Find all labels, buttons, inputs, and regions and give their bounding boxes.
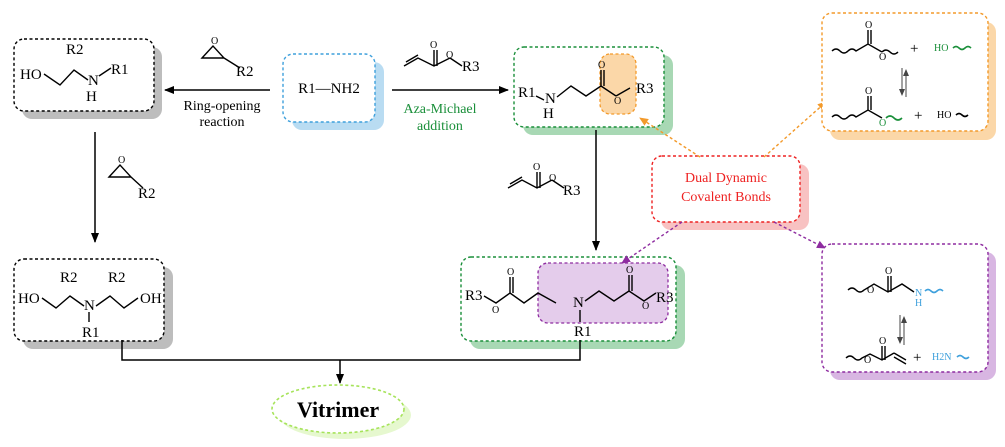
svg-text:O: O — [430, 40, 437, 51]
trans-ho-green: HO — [934, 43, 948, 54]
svg-text:O: O — [118, 155, 125, 166]
svg-text:O: O — [879, 118, 886, 129]
callout-to-ester-arrow — [639, 117, 701, 158]
di-epoxy-r2b: R2 — [108, 270, 126, 286]
acrylate-r3-middle: R3 — [563, 183, 581, 199]
svg-text:O: O — [864, 355, 871, 366]
ester-bond-highlight — [599, 53, 637, 115]
di-epoxy-r1: R1 — [82, 325, 100, 341]
amine-box: R1—NH2 — [282, 53, 384, 130]
acrylate-r3-top: R3 — [462, 59, 480, 75]
h2n-blue: H2N — [932, 352, 951, 363]
svg-text:O: O — [211, 36, 218, 47]
mono-epoxy-r1: R1 — [111, 62, 129, 78]
callout-to-transamination-arrow — [773, 221, 826, 249]
epoxide-r2-top: R2 — [236, 64, 254, 80]
vitrimer-label: Vitrimer — [297, 397, 379, 422]
mono-michael-adduct-box: R1 N H O O R3 — [513, 46, 673, 135]
svg-text:O: O — [865, 20, 872, 31]
mono-epoxy-adduct-box: HO R2 N H R1 — [13, 38, 162, 119]
svg-text:O: O — [507, 267, 514, 278]
aza-michael-label-1: Aza-Michael — [403, 102, 476, 117]
trans-plus-2: + — [914, 108, 922, 124]
mono-michael-r3: R3 — [636, 81, 654, 97]
svg-text:O: O — [642, 301, 649, 312]
mono-epoxy-r2: R2 — [66, 42, 84, 58]
di-michael-n: N — [573, 295, 584, 311]
svg-text:O: O — [879, 336, 886, 347]
callout-line-2: Covalent Bonds — [681, 190, 771, 205]
di-epoxy-adduct-box: HO R2 N R2 OH R1 — [13, 258, 173, 349]
callout-to-transesterification-arrow — [763, 101, 827, 158]
di-michael-r1: R1 — [574, 324, 592, 340]
ring-opening-label-1: Ring-opening — [184, 99, 261, 114]
mono-epoxy-ho: HO — [20, 67, 42, 83]
svg-text:O: O — [879, 52, 886, 63]
dual-dynamic-callout: Dual Dynamic Covalent Bonds — [651, 155, 809, 230]
svg-text:O: O — [626, 265, 633, 276]
acrylate-reagent-middle: O O R3 — [507, 162, 581, 199]
ring-opening-label-2: reaction — [199, 115, 244, 130]
epoxide-reagent-left: O R2 — [107, 155, 156, 202]
svg-text:O: O — [885, 266, 892, 277]
transam-plus: + — [913, 350, 921, 366]
amine-formula: R1—NH2 — [298, 81, 360, 97]
mono-epoxy-n: N — [88, 73, 99, 89]
di-michael-adduct-box: R3 O O N O O R3 R1 — [460, 256, 685, 349]
callout-to-amine-arrow — [621, 221, 683, 264]
vitrimer-node: Vitrimer — [271, 384, 411, 439]
nh-blue-h: H — [915, 298, 922, 309]
mono-michael-r1: R1 — [518, 85, 536, 101]
callout-line-1: Dual Dynamic — [685, 171, 767, 186]
di-michael-r3-left: R3 — [465, 288, 483, 304]
mono-michael-o: O — [614, 96, 621, 107]
aza-michael-label-2: addition — [417, 119, 463, 134]
epoxide-reagent-top: O R2 — [200, 36, 254, 80]
di-michael-r3-right: R3 — [656, 290, 674, 306]
epoxide-r2-left: R2 — [138, 186, 156, 202]
transesterification-box: O O + HO O O + HO — [821, 12, 996, 140]
transamination-box: O O N H O O + H2N — [821, 243, 996, 380]
trans-ho-black: HO — [937, 110, 951, 121]
svg-text:O: O — [598, 60, 605, 71]
svg-text:O: O — [492, 305, 499, 316]
svg-text:O: O — [446, 50, 453, 61]
mono-michael-n: N — [545, 91, 556, 107]
di-epoxy-ho: HO — [18, 291, 40, 307]
svg-text:O: O — [533, 162, 540, 173]
svg-text:O: O — [549, 173, 556, 184]
di-epoxy-n: N — [84, 298, 95, 314]
acrylate-reagent-top: O O R3 — [403, 40, 480, 75]
mono-epoxy-h: H — [86, 89, 97, 105]
svg-text:O: O — [867, 285, 874, 296]
nh-blue-n: N — [915, 288, 922, 299]
di-epoxy-oh: OH — [140, 291, 162, 307]
di-epoxy-r2a: R2 — [60, 270, 78, 286]
merge-line — [121, 340, 581, 361]
trans-plus-1: + — [910, 41, 918, 57]
svg-text:O: O — [865, 86, 872, 97]
mono-michael-h: H — [543, 106, 554, 122]
